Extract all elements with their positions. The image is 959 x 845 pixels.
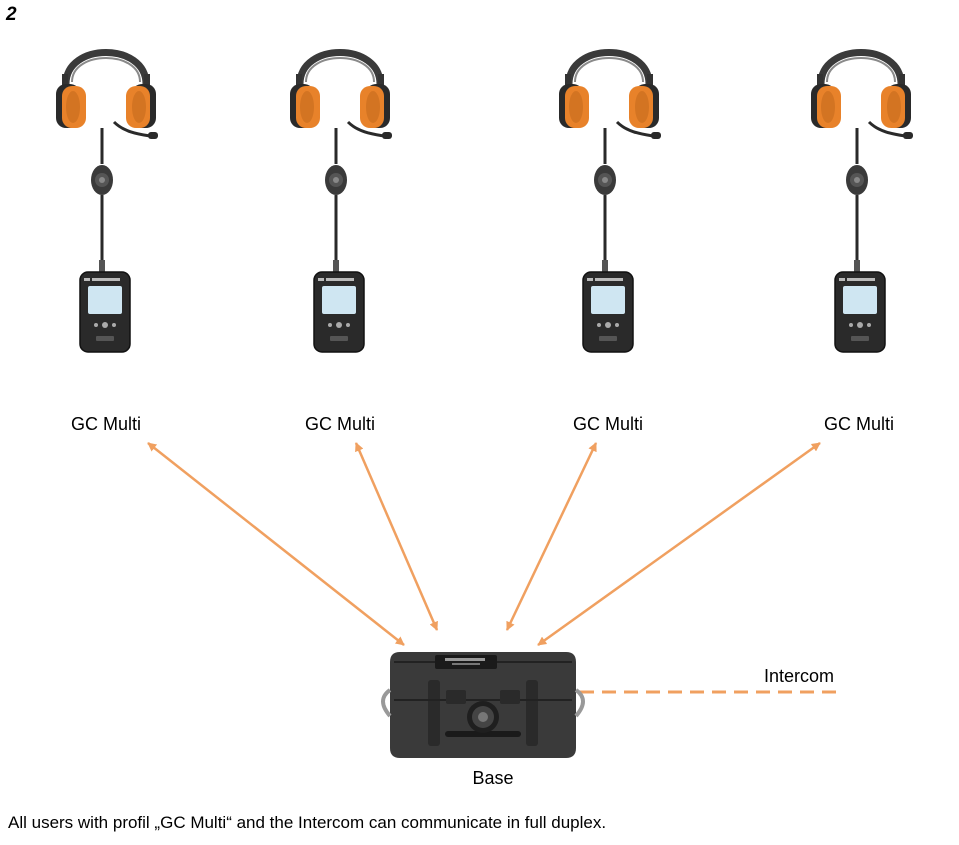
base-label: Base <box>472 768 514 788</box>
intercom-label: Intercom <box>764 666 835 686</box>
link-arrow-2 <box>354 442 439 631</box>
headset-unit-4 <box>811 53 913 353</box>
link-arrow-1 <box>147 442 405 646</box>
device-label-4: GC Multi <box>823 414 894 434</box>
caption: All users with profil „GC Multi“ and the… <box>8 813 607 832</box>
device-label-1: GC Multi <box>70 414 141 434</box>
device-label-2: GC Multi <box>304 414 375 434</box>
device-label-3: GC Multi <box>572 414 643 434</box>
headset-unit-3 <box>559 53 661 353</box>
figure-number: 2 <box>6 4 17 25</box>
headset-unit-2 <box>290 53 392 353</box>
link-arrow-4 <box>537 441 821 647</box>
headset-unit-1 <box>56 53 158 353</box>
link-arrow-3 <box>505 442 598 631</box>
base-case-icon <box>381 652 585 758</box>
